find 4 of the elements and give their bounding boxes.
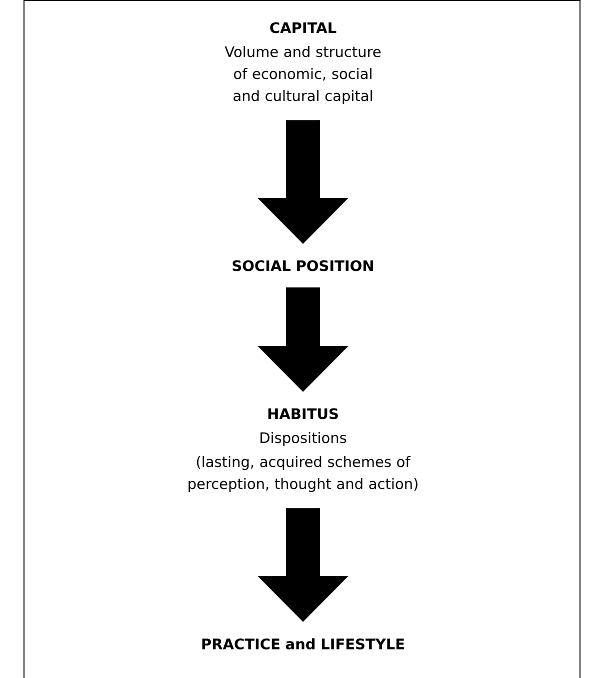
node-text: PRACTICE and LIFESTYLE	[202, 638, 404, 650]
node-text: CAPITAL Volume and structure of economic, social and cultural capital	[224, 22, 381, 104]
node-text: SOCIAL POSITION	[232, 260, 373, 272]
node-text: HABITUS Dispositions (lasting, acquired schemes of perception, thought and action)	[188, 408, 418, 492]
